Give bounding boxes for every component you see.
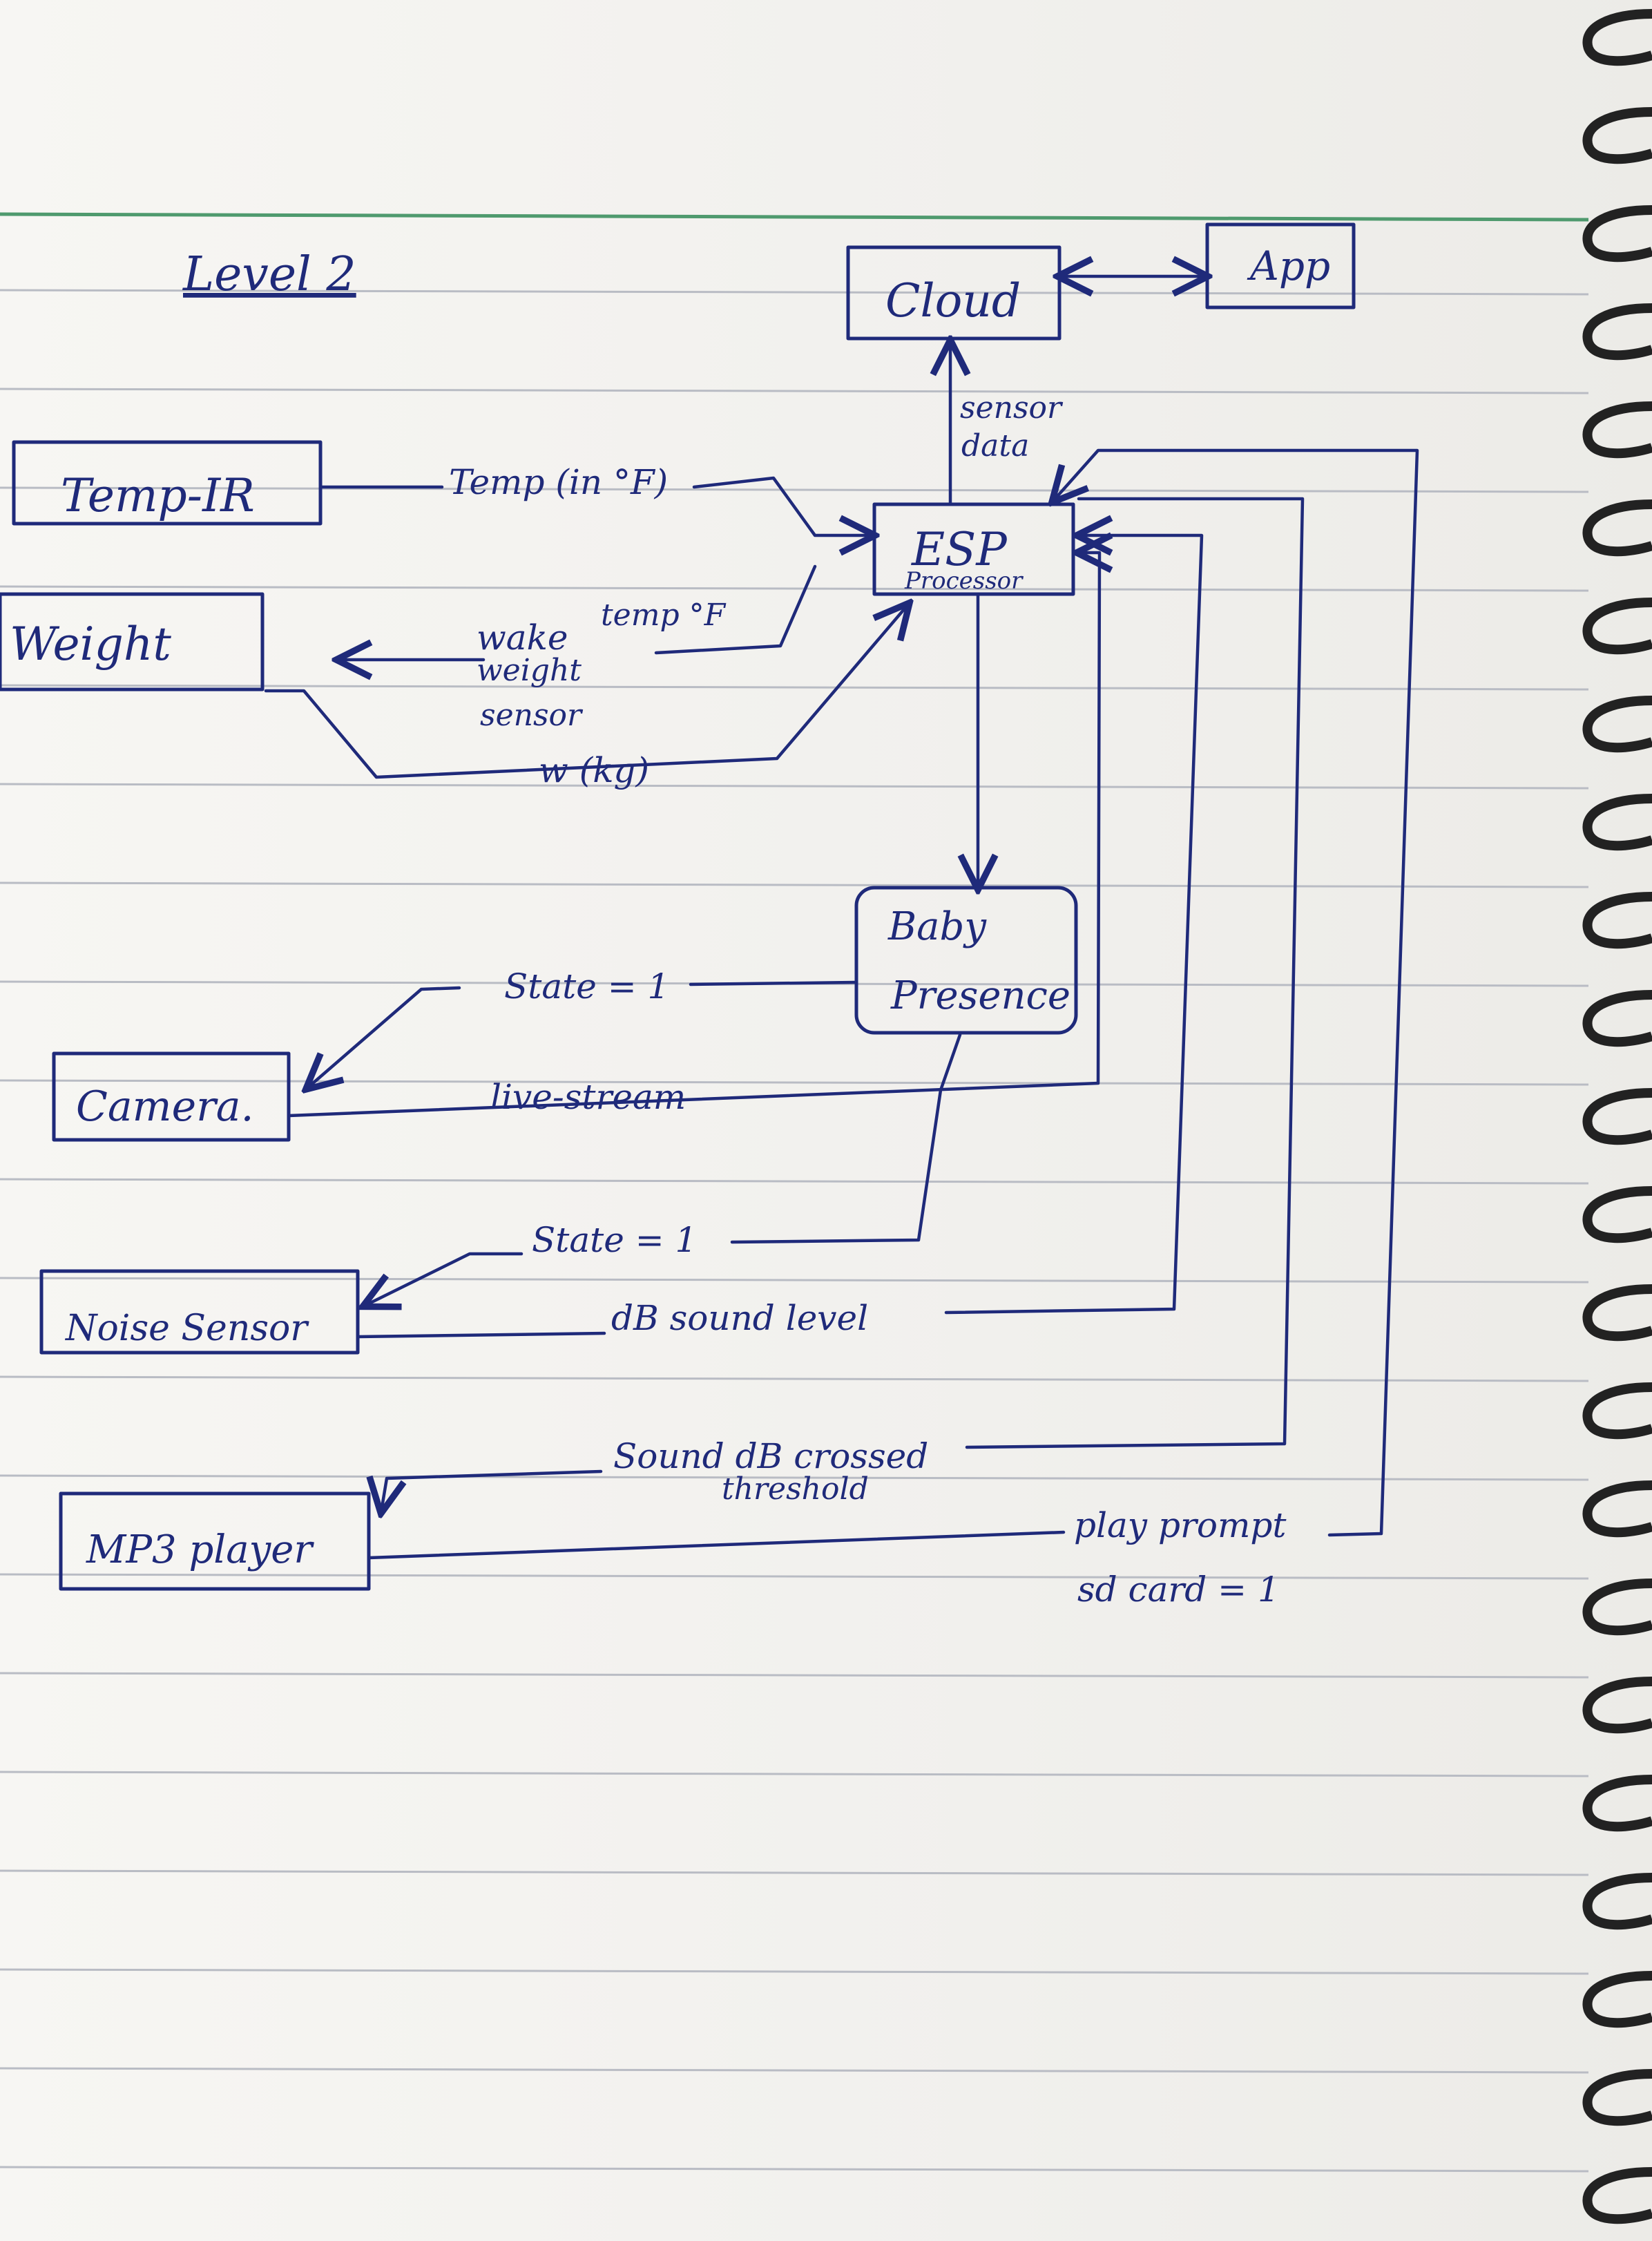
- spiral-ring: [1582, 1775, 1652, 1832]
- rule-line: [0, 2067, 1589, 2074]
- spiral-ring: [1582, 1971, 1652, 2028]
- spiral-ring: [1582, 1677, 1652, 1734]
- rule-line: [0, 1375, 1589, 1382]
- noise-state-label: State = 1: [532, 1220, 697, 1260]
- weight-kg-label: w (kg): [539, 750, 649, 790]
- spiral-ring: [1582, 794, 1652, 851]
- spiral-ring: [1582, 892, 1652, 949]
- rule-line: [0, 1672, 1589, 1679]
- noise-esp-dblevel: [356, 535, 1204, 1339]
- rule-line: [0, 783, 1589, 790]
- rule-line: [0, 289, 1589, 296]
- play-prompt-label: play prompt: [1074, 1505, 1287, 1545]
- weight-box: [0, 592, 265, 692]
- sd-card-label: sd card = 1: [1077, 1570, 1280, 1610]
- camera-state-label: State = 1: [504, 966, 669, 1007]
- temp-ir-label: Temp-IR: [61, 469, 255, 522]
- wake-label-2: weight: [477, 653, 582, 688]
- top-margin-line: [0, 212, 1589, 222]
- app-label: App: [1247, 242, 1330, 289]
- rule-lines-group: [0, 289, 1589, 2173]
- camera-node: Camera.: [52, 1051, 291, 1142]
- cloud-node: Cloud: [846, 245, 1062, 341]
- rule-line: [0, 1277, 1589, 1284]
- spiral-ring: [1582, 1480, 1652, 1538]
- db-sound-level-label: dB sound level: [611, 1298, 868, 1338]
- rule-line: [0, 1573, 1589, 1580]
- sound-crossed-label: Sound dB crossed: [613, 1436, 928, 1476]
- diagram-title: Level 2: [182, 247, 356, 302]
- mp3-player-label: MP3 player: [86, 1527, 314, 1572]
- spiral-ring: [1582, 401, 1652, 459]
- wake-label-3: sensor: [480, 698, 584, 733]
- baby-presence-node: Baby Presence: [854, 886, 1078, 1035]
- baby-noise-arrow: [365, 1033, 962, 1306]
- app-node: App: [1205, 222, 1356, 309]
- spiral-ring: [1582, 9, 1652, 66]
- weight-label: Weight: [10, 618, 171, 671]
- rule-line: [0, 1771, 1589, 1777]
- baby-presence-label-1: Baby: [887, 904, 987, 949]
- esp-node: ESP Processor: [872, 502, 1075, 596]
- spiral-ring: [1582, 1088, 1652, 1145]
- spiral-binding: [1582, 9, 1652, 2224]
- rule-line: [0, 684, 1589, 691]
- threshold-label: threshold: [722, 1471, 869, 1507]
- spiral-ring: [1582, 205, 1652, 263]
- noise-sensor-node: Noise Sensor: [39, 1269, 360, 1355]
- spiral-ring: [1582, 1873, 1652, 1930]
- noise-sensor-label: Noise Sensor: [64, 1308, 309, 1349]
- rule-line: [0, 1474, 1589, 1481]
- cloud-label: Cloud: [885, 274, 1021, 327]
- rule-line: [0, 388, 1589, 394]
- spiral-ring: [1582, 990, 1652, 1047]
- spiral-ring: [1582, 1284, 1652, 1342]
- spiral-ring: [1582, 107, 1652, 164]
- spiral-ring: [1582, 303, 1652, 361]
- spiral-ring: [1582, 696, 1652, 753]
- rule-line: [0, 1178, 1589, 1185]
- spiral-ring: [1582, 2069, 1652, 2126]
- rule-line: [0, 486, 1589, 493]
- wake-label-1: wake: [477, 618, 568, 658]
- esp-sublabel: Processor: [904, 567, 1024, 595]
- spiral-ring: [1582, 1382, 1652, 1440]
- temp-ir-box: [12, 440, 323, 526]
- weight-esp-arrow: [264, 604, 908, 779]
- rule-line: [0, 2166, 1589, 2173]
- rule-line: [0, 881, 1589, 888]
- baby-presence-label-2: Presence: [890, 973, 1070, 1018]
- weight-node: Weight: [0, 592, 265, 692]
- esp-mp3-threshold: [381, 497, 1305, 1512]
- spiral-ring: [1582, 1579, 1652, 1636]
- sensor-data-label-2: data: [961, 428, 1029, 464]
- spiral-ring: [1582, 2167, 1652, 2224]
- spiral-ring: [1582, 1186, 1652, 1243]
- mp3-esp-playprompt: [367, 448, 1419, 1560]
- temp-ir-node: Temp-IR: [12, 440, 323, 526]
- spiral-ring: [1582, 598, 1652, 655]
- temp-in-f-label: Temp (in °F): [449, 462, 668, 502]
- mp3-player-node: MP3 player: [59, 1491, 371, 1591]
- sensor-data-label-1: sensor: [960, 390, 1064, 426]
- temp-f-label: temp °F: [601, 598, 727, 633]
- camera-label: Camera.: [76, 1083, 254, 1131]
- rule-line: [0, 585, 1589, 592]
- esp-weight-wake-arrow: [338, 564, 817, 660]
- spiral-ring: [1582, 499, 1652, 557]
- esp-label: ESP: [911, 523, 1008, 576]
- rule-line: [0, 1869, 1589, 1876]
- rule-line: [0, 1968, 1589, 1975]
- baby-camera-arrow: [307, 980, 857, 1088]
- temp-esp-arrow: [318, 476, 873, 535]
- live-stream-label: live-stream: [490, 1077, 686, 1117]
